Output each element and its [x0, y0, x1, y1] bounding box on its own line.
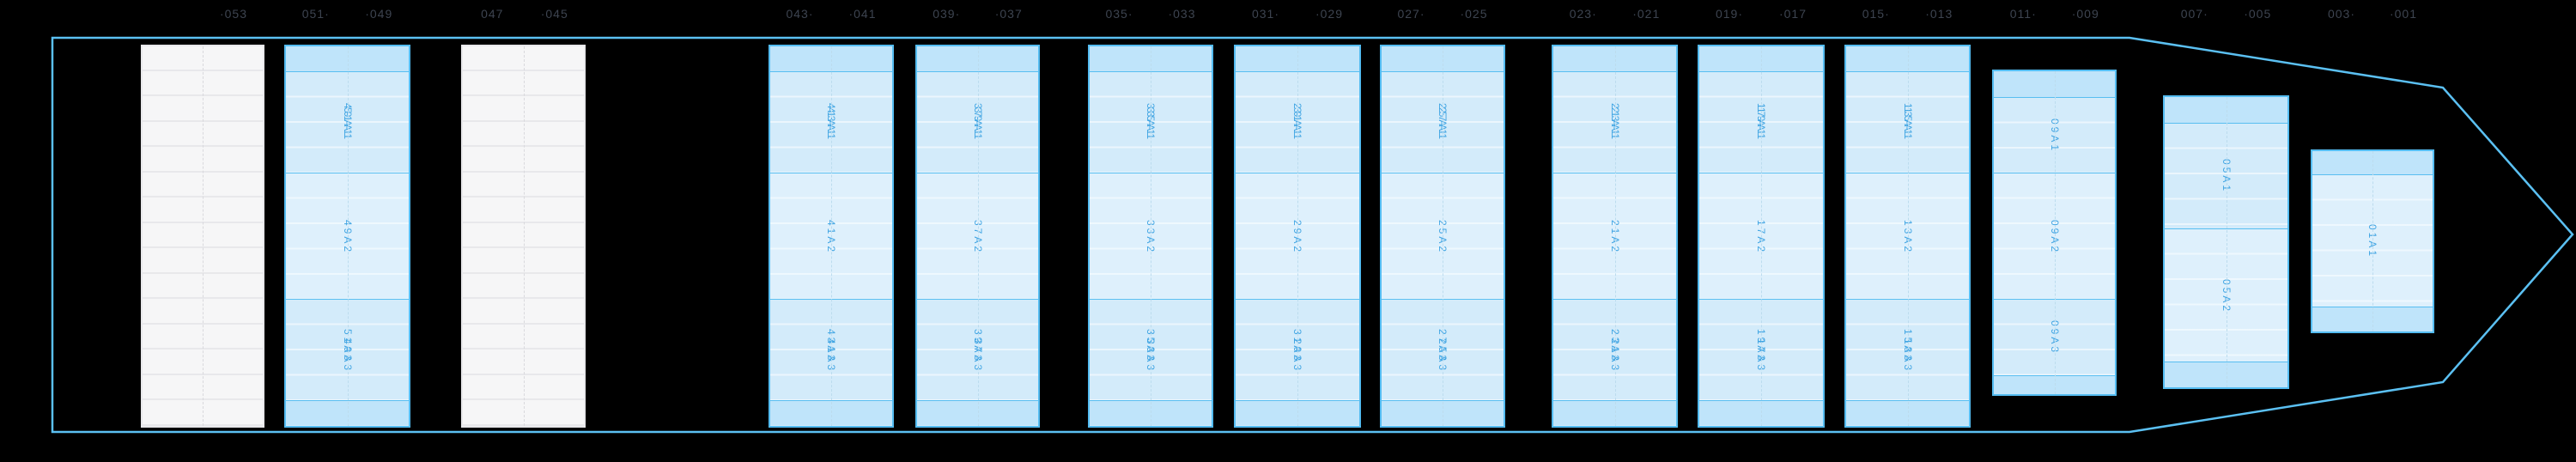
- bay-number-label: 003·: [2327, 7, 2356, 21]
- bay-header-row: ·053 051· ·049 047 ·045 043· ·041 039· ·037 035· ·…: [0, 0, 2576, 29]
- bay-number-label: ·021: [1632, 7, 1661, 21]
- bay-centerline: [1297, 46, 1298, 426]
- bay-number-label: 035·: [1105, 7, 1133, 21]
- bay-centerline: [1761, 46, 1762, 426]
- bay-centerline: [523, 46, 525, 426]
- bay-centerline: [831, 46, 832, 426]
- bay-centerline: [1907, 46, 1909, 426]
- bay-number-label: ·001: [2389, 7, 2418, 21]
- bay-number-label: 043·: [786, 7, 814, 21]
- bay-number-label: 007·: [2180, 7, 2208, 21]
- bay-number-label: ·045: [540, 7, 568, 21]
- bay-number-label: ·013: [1925, 7, 1953, 21]
- bay-number-label: ·009: [2071, 7, 2099, 21]
- bay-number-label: ·025: [1460, 7, 1488, 21]
- bay-number-label: ·033: [1168, 7, 1196, 21]
- bay-centerline: [977, 46, 979, 426]
- bay-number-label: 047: [481, 7, 504, 21]
- bay-number-label: 015·: [1862, 7, 1890, 21]
- bay-centerline: [203, 46, 204, 426]
- bay-column: 01A1: [2311, 149, 2434, 333]
- bay-number-label: ·049: [365, 7, 393, 21]
- bay-centerline: [347, 46, 349, 426]
- bay-number-label: 031·: [1251, 7, 1280, 21]
- bay-column: [461, 44, 586, 428]
- bay-number-label: 023·: [1569, 7, 1597, 21]
- bay-number-label: ·037: [994, 7, 1023, 21]
- bay-column: [141, 44, 264, 428]
- hull-shape: [51, 36, 2574, 434]
- bay-centerline: [2054, 71, 2056, 394]
- bay-number-label: ·017: [1778, 7, 1807, 21]
- bay-centerline: [2372, 150, 2373, 331]
- bay-number-label: 051·: [301, 7, 330, 21]
- bay-number-label: ·041: [848, 7, 877, 21]
- bay-number-label: 019·: [1715, 7, 1744, 21]
- bay-number-label: 027·: [1397, 7, 1425, 21]
- bay-number-label: ·053: [219, 7, 248, 21]
- bay-number-label: ·029: [1315, 7, 1344, 21]
- bay-number-label: 011·: [2009, 7, 2037, 21]
- bay-number-label: ·005: [2244, 7, 2272, 21]
- bay-number-label: 039·: [933, 7, 961, 21]
- bay-centerline: [1614, 46, 1616, 426]
